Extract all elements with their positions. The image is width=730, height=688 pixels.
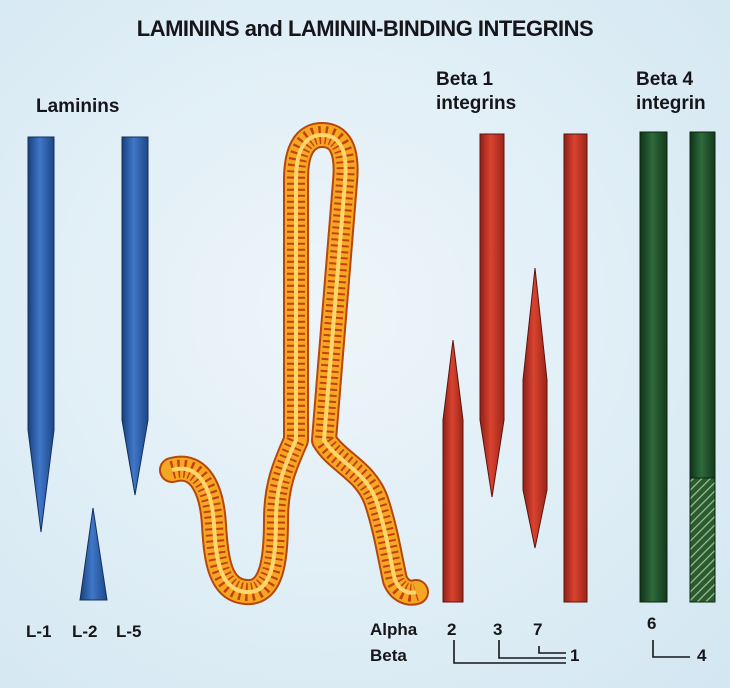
alpha-3-integrin: [480, 134, 504, 497]
alpha-2-integrin: [443, 340, 463, 602]
alpha-6-integrin: [640, 132, 667, 602]
beta-row-label: Beta: [370, 646, 407, 666]
beta-4-pairing-bracket: [653, 640, 690, 657]
alpha-6-label: 6: [647, 614, 656, 634]
alpha-7-label: 7: [533, 620, 542, 640]
beta4-heading-line1: Beta 4: [636, 68, 706, 92]
beta-4-label: 4: [697, 646, 706, 666]
alpha-row-label: Alpha: [370, 620, 417, 640]
beta-1-integrin: [564, 134, 587, 602]
diagram-title: LAMININS and LAMININ-BINDING INTEGRINS: [0, 16, 730, 42]
alpha-7-integrin: [523, 268, 547, 548]
alpha-2-label: 2: [447, 620, 456, 640]
beta1-heading-line1: Beta 1: [436, 68, 516, 92]
beta-1-label: 1: [570, 646, 579, 666]
laminin-label-l2: L-2: [72, 622, 98, 642]
laminin-1-chain: [28, 137, 54, 532]
laminin-label-l1: L-1: [26, 622, 52, 642]
beta4-heading: Beta 4 integrin: [636, 68, 706, 116]
cell-membrane: [172, 135, 416, 593]
beta1-heading: Beta 1 integrins: [436, 68, 516, 116]
laminin-5-chain: [122, 137, 148, 495]
alpha-3-label: 3: [493, 620, 502, 640]
laminin-label-l5: L-5: [116, 622, 142, 642]
beta-4-hatched-segment: [690, 478, 715, 602]
laminins-heading: Laminins: [36, 95, 119, 119]
laminin-2-chain: [80, 508, 107, 600]
beta4-heading-line2: integrin: [636, 92, 706, 116]
beta1-heading-line2: integrins: [436, 92, 516, 116]
beta-1-pairing-bracket: [454, 640, 566, 663]
